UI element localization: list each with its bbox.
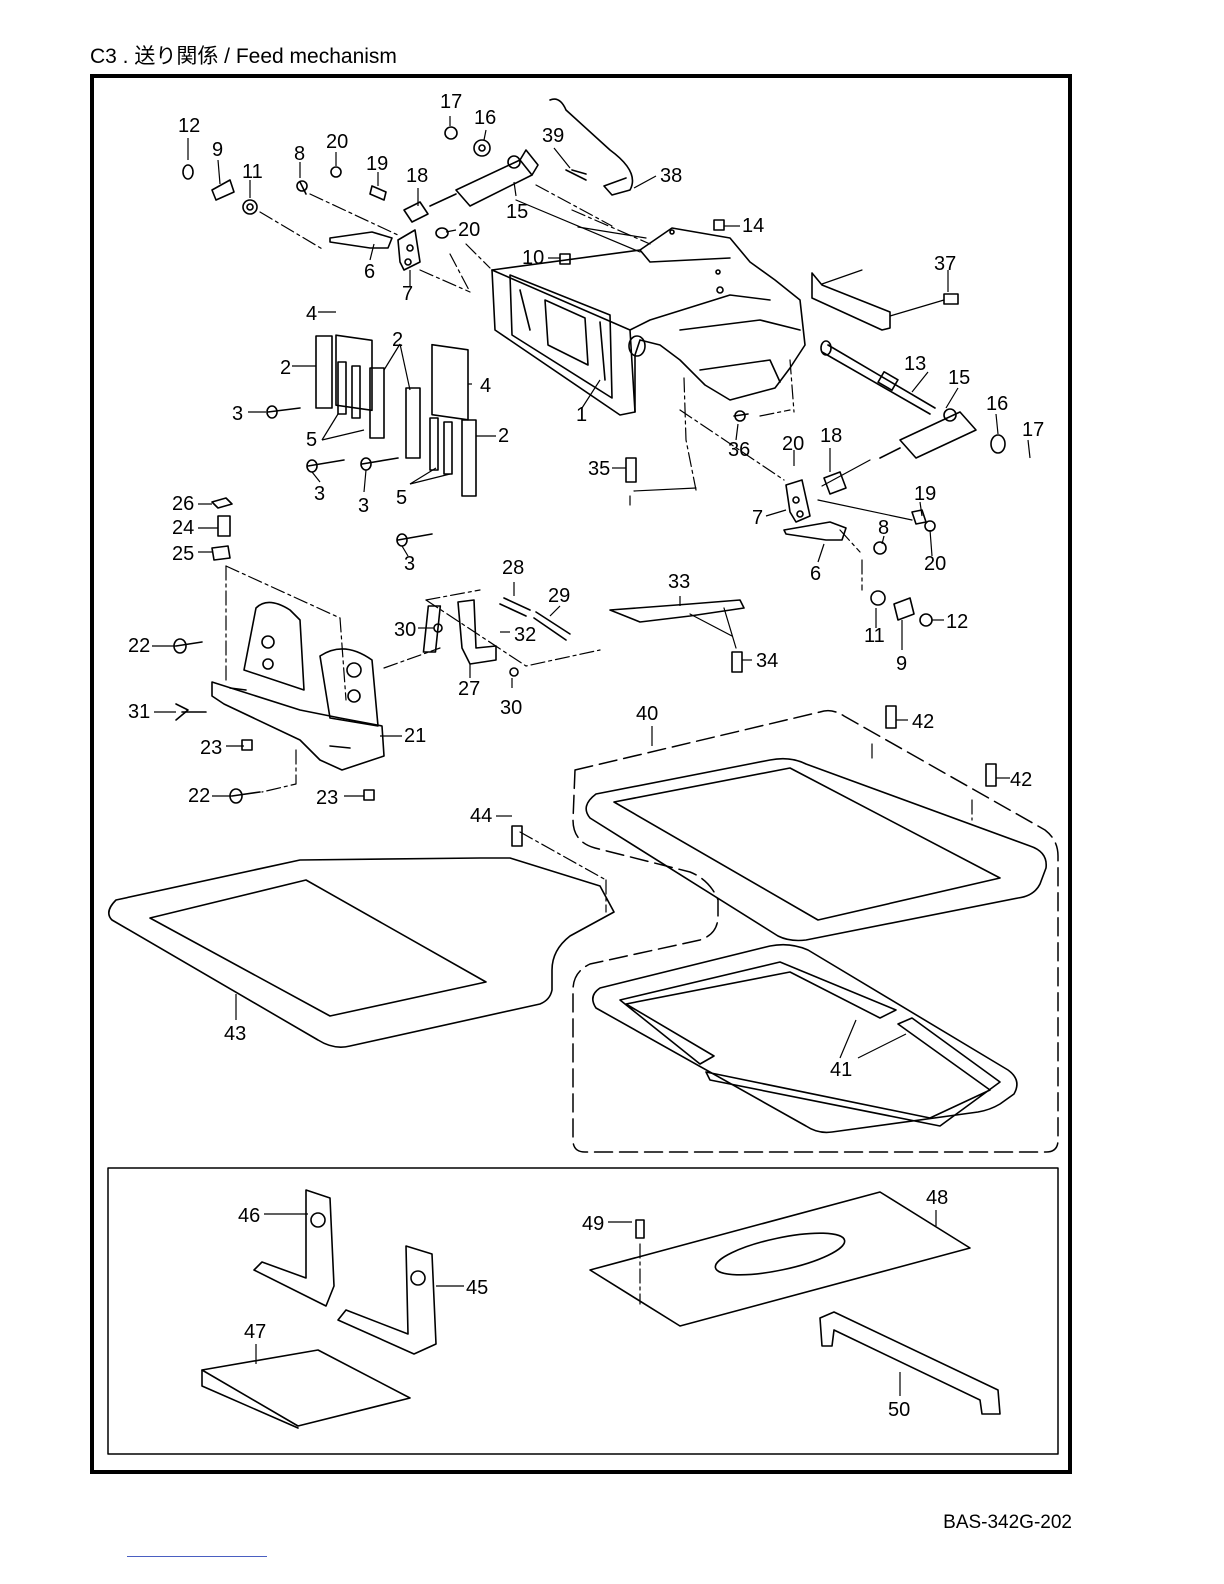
callout-label: 18 (820, 425, 842, 447)
callout-label: 11 (864, 625, 885, 647)
callout-label: 4 (480, 375, 491, 397)
callout-label: 49 (582, 1213, 604, 1235)
rod-38 (550, 99, 633, 195)
callout-label: 15 (948, 367, 970, 389)
callout-label: 2 (392, 329, 403, 351)
callout-label: 17 (1022, 419, 1044, 441)
screws-3 (267, 406, 432, 546)
callout-label: 9 (896, 653, 907, 675)
callout-label: 38 (660, 165, 682, 187)
callout-label: 28 (502, 557, 524, 579)
callout-numbers: 1 2 2 2 3 3 3 3 4 4 5 5 6 6 7 7 8 8 9 9 … (128, 91, 1044, 1421)
callout-label: 7 (402, 283, 413, 305)
plate-43 (109, 826, 614, 1047)
callout-label: 30 (394, 619, 416, 641)
callout-label: 44 (470, 805, 492, 827)
callout-label: 14 (742, 215, 764, 237)
callout-label: 42 (1010, 769, 1032, 791)
callout-label: 33 (668, 571, 690, 593)
callout-label: 1 (576, 404, 587, 426)
callout-label: 48 (926, 1187, 948, 1209)
callout-label: 8 (878, 517, 889, 539)
callout-label: 12 (178, 115, 200, 137)
callout-label: 39 (542, 125, 564, 147)
callout-label: 16 (986, 393, 1008, 415)
callout-label: 47 (244, 1321, 266, 1343)
callout-label: 20 (326, 131, 348, 153)
shaft-13 (821, 341, 935, 414)
callout-label: 19 (366, 153, 388, 175)
callout-label: 45 (466, 1277, 488, 1299)
callout-label: 15 (506, 201, 528, 223)
document-code: BAS-342G-202 (943, 1512, 1072, 1534)
callout-label: 4 (306, 303, 317, 325)
callout-label: 3 (232, 403, 243, 425)
plate-33 (610, 600, 744, 672)
callout-label: 40 (636, 703, 658, 725)
callout-label: 22 (188, 785, 210, 807)
callout-label: 35 (588, 458, 610, 480)
callout-label: 31 (128, 701, 150, 723)
callout-label: 7 (752, 507, 763, 529)
callout-label: 37 (934, 253, 956, 275)
callout-label: 26 (172, 493, 194, 515)
callout-label: 46 (238, 1205, 260, 1227)
callout-label: 20 (782, 433, 804, 455)
callout-label: 36 (728, 439, 750, 461)
callout-label: 6 (810, 563, 821, 585)
callout-label: 6 (364, 261, 375, 283)
callout-label: 19 (914, 483, 936, 505)
callout-label: 23 (316, 787, 338, 809)
callout-label: 29 (548, 585, 570, 607)
callout-label: 42 (912, 711, 934, 733)
callout-label: 3 (314, 483, 325, 505)
callout-label: 16 (474, 107, 496, 129)
callout-label: 20 (458, 219, 480, 241)
cylinder-15-upper (430, 150, 538, 206)
callout-label: 10 (522, 247, 544, 269)
callout-label: 13 (904, 353, 926, 375)
callout-label: 2 (280, 357, 291, 379)
links-6-7-lower (784, 472, 935, 626)
callout-label: 27 (458, 678, 480, 700)
callout-label: 17 (440, 91, 462, 113)
block-4-left (336, 335, 372, 410)
plate-40 (586, 706, 1046, 941)
footer-rule (127, 1556, 267, 1557)
callout-label: 20 (924, 553, 946, 575)
callout-label: 30 (500, 697, 522, 719)
callout-label: 3 (358, 495, 369, 517)
callout-label: 3 (404, 553, 415, 575)
bars-and-racks (316, 336, 476, 496)
callout-label: 18 (406, 165, 428, 187)
callout-label: 24 (172, 517, 194, 539)
callout-label: 12 (946, 611, 968, 633)
callout-label: 34 (756, 650, 778, 672)
callout-label: 22 (128, 635, 150, 657)
bracket-37 (812, 273, 890, 330)
leader-lines (226, 185, 972, 1304)
callout-label: 9 (212, 139, 223, 161)
callout-label: 50 (888, 1399, 910, 1421)
frame-41 (593, 945, 1017, 1133)
stack-24-26 (212, 498, 232, 560)
callout-label: 25 (172, 543, 194, 565)
callout-label: 43 (224, 1023, 246, 1045)
cylinder-15-lower (880, 409, 1005, 458)
callout-label: 11 (242, 161, 263, 183)
block-4-right (432, 345, 468, 420)
callout-label: 8 (294, 143, 305, 165)
callout-label: 21 (404, 725, 426, 747)
callout-label: 41 (830, 1059, 852, 1081)
callout-label: 2 (498, 425, 509, 447)
callout-label: 5 (306, 429, 317, 451)
bracket-27-group (423, 598, 570, 676)
callout-label: 23 (200, 737, 222, 759)
callout-label: 5 (396, 487, 407, 509)
callout-label: 32 (514, 624, 536, 646)
base-21 (212, 602, 384, 770)
